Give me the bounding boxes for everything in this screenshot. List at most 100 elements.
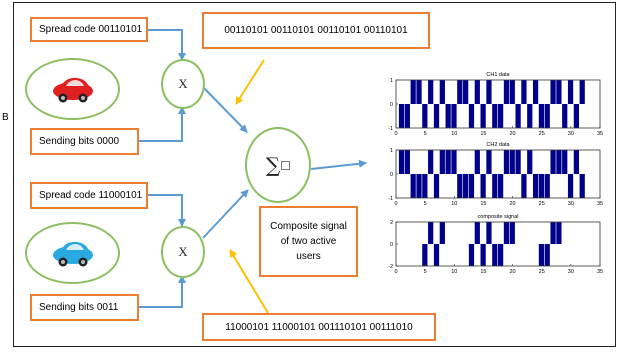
chart-2-xtick-label: 30 — [568, 201, 574, 207]
chart-1-bar — [573, 104, 579, 128]
chart-2-bar — [474, 150, 480, 174]
chart-3-bar — [544, 244, 550, 266]
chart-1-xtick-label: 30 — [568, 131, 574, 137]
chart-2-bar — [527, 150, 533, 174]
chart-1-ytick-label: -1 — [388, 126, 393, 132]
chart-1-xtick-label: 20 — [510, 131, 516, 137]
arrow-mult1-to-summer — [201, 85, 248, 133]
arrow-bits2-to-mult2 — [139, 275, 186, 308]
chart-3-xtick-label: 5 — [424, 269, 427, 275]
edge-glyph: B — [2, 112, 9, 123]
summer-symbol: ∑ — [265, 153, 281, 177]
chart-1-bar — [486, 80, 492, 104]
chart-3-bar — [509, 222, 515, 244]
chart-3-xtick-label: 30 — [568, 269, 574, 275]
chart-1-bar — [550, 80, 556, 104]
chart-2-bar — [457, 174, 463, 198]
spread-code-2-label: Spread code 11000101 — [39, 190, 143, 201]
chart-3-bar — [439, 222, 445, 244]
chart-2-bar — [544, 174, 550, 198]
chart-1-bar — [527, 104, 533, 128]
spread-sequence-2-box: 11000101 11000101 001110101 00111010 — [202, 313, 436, 341]
chart-2-ytick-label: 1 — [390, 148, 393, 154]
chart-1-bar — [538, 104, 545, 128]
chart-2-bar — [468, 174, 475, 198]
spread-sequence-2-label: 11000101 11000101 001110101 00111010 — [225, 321, 413, 333]
chart-2-bar — [567, 174, 574, 198]
summer-node: ∑ — [245, 127, 311, 203]
spread-code-1-box: Spread code 00110101 — [30, 17, 148, 42]
chart-3-xtick-label: 10 — [451, 269, 457, 275]
arrow-spread1-to-mult1 — [148, 29, 186, 61]
chart-1-bar — [509, 80, 515, 104]
chart-2-bar — [422, 174, 428, 198]
multiplier-1-node: X — [161, 59, 205, 109]
chart-1-xtick-label: 5 — [424, 131, 427, 137]
chart-2-bar — [398, 150, 405, 174]
chart-3-bar — [538, 244, 545, 266]
multiplier-2-label: X — [178, 244, 188, 259]
chart-2-bar — [486, 150, 492, 174]
chart-1-bar — [410, 80, 416, 104]
chart-1-title: CH1 data — [486, 72, 510, 78]
chart-3-xtick-label: 0 — [394, 269, 397, 275]
chart-2-bar — [579, 174, 585, 198]
chart-2-bar — [451, 150, 457, 174]
multiplier-1-label: X — [178, 76, 188, 91]
arrow-seq2-to-flow — [229, 249, 269, 314]
blue-car-icon — [52, 241, 93, 267]
chart-1-xtick-label: 10 — [451, 131, 457, 137]
chart-1-bar — [428, 80, 434, 104]
chart-2-xtick-label: 25 — [539, 201, 545, 207]
red-car-icon — [52, 77, 93, 103]
arrow-bits1-to-mult1 — [139, 106, 186, 142]
chart-2-bar — [445, 150, 451, 174]
chart-1-ytick-label: 0 — [390, 102, 393, 108]
chart-3-bar — [498, 244, 504, 266]
chart-2-xtick-label: 20 — [510, 201, 516, 207]
chart-2-bar — [480, 174, 486, 198]
chart-2-xtick-label: 35 — [597, 201, 603, 207]
diagram-frame — [13, 2, 616, 347]
chart-3-bar — [480, 244, 486, 266]
chart-1-bar — [515, 104, 521, 128]
chart-1-xtick-label: 25 — [539, 131, 545, 137]
sending-bits-1-label: Sending bits 0000 — [39, 136, 120, 147]
chart-3-ytick-label: -2 — [388, 264, 393, 270]
chart-2-bar — [509, 150, 515, 174]
chart-1-ytick-label: 1 — [390, 78, 393, 84]
chart-3-bar — [556, 222, 562, 244]
chart-1-bar — [457, 80, 463, 104]
sending-bits-2-label: Sending bits 0011 — [39, 302, 119, 313]
arrow-seq1-to-flow — [235, 59, 265, 105]
chart-1-bar — [433, 104, 440, 128]
user-2-node — [25, 222, 120, 284]
chart-1-bar — [480, 104, 486, 128]
chart-2-bar — [492, 174, 498, 198]
chart-2-bar — [498, 174, 504, 198]
composite-note-label: Composite signal of two active users — [270, 221, 347, 262]
chart-1-bar — [474, 80, 480, 104]
chart-1-bar — [451, 104, 457, 128]
chart-2-bar — [463, 174, 469, 198]
chart-2-ytick-label: 0 — [390, 172, 393, 178]
chart-2-bar — [433, 174, 440, 198]
chart-1-bar — [468, 104, 475, 128]
chart-2-xtick-label: 5 — [424, 201, 427, 207]
chart-2-bar — [503, 150, 510, 174]
chart-1-bar — [422, 104, 428, 128]
arrow-mult2-to-summer — [202, 189, 249, 239]
chart-1-bar — [562, 104, 568, 128]
chart-2-bar — [416, 174, 422, 198]
chart-3-xtick-label: 20 — [510, 269, 516, 275]
chart-1-bar — [404, 104, 410, 128]
chart-2-xtick-label: 15 — [480, 201, 486, 207]
chart-3-bar — [550, 222, 556, 244]
chart-1-bar — [544, 104, 550, 128]
arrow-summer-to-charts — [310, 159, 367, 170]
chart-3-xtick-label: 15 — [480, 269, 486, 275]
user-1-node — [25, 58, 120, 120]
